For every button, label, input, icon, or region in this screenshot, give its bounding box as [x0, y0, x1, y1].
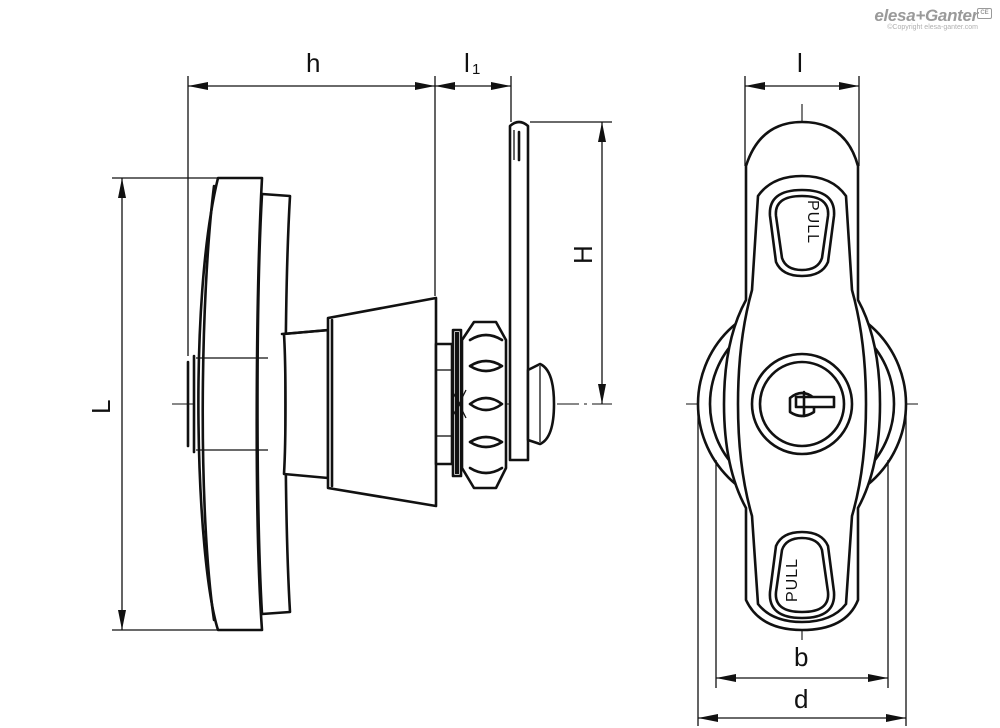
pull-pad-bottom-inner — [774, 536, 830, 614]
dim-L-arrow-top — [118, 178, 126, 198]
latch-cam — [508, 120, 530, 462]
dim-l1-arrow-left — [435, 82, 455, 90]
key-cylinder-inner — [758, 360, 846, 448]
pull-pad-bottom — [768, 530, 836, 620]
dim-l1-subscript: 1 — [472, 61, 480, 78]
handle-back-plate — [256, 192, 292, 616]
handle-grip-inner — [201, 184, 216, 622]
hex-nut-flat-3 — [468, 396, 504, 412]
front-dimensions: l b d — [697, 48, 907, 726]
dim-h-arrow-right — [415, 82, 435, 90]
dim-d-label: d — [794, 684, 808, 714]
brand-name: elesa+Ganter — [874, 6, 978, 25]
handle-neck — [282, 328, 330, 480]
dim-d-arrow-left — [698, 714, 718, 722]
cone-housing — [326, 296, 438, 508]
thread-x-mark — [451, 389, 467, 419]
end-screw — [526, 362, 556, 446]
dim-l-label: l — [797, 48, 803, 78]
keyhole-icon — [788, 390, 836, 418]
dim-L-label: L — [86, 400, 116, 414]
dim-b-arrow-left — [716, 674, 736, 682]
hex-nut-flat-5 — [468, 466, 504, 475]
dim-l-arrow-right — [839, 82, 859, 90]
dim-h-label: h — [306, 48, 320, 78]
pull-pad-top — [768, 188, 836, 278]
side-dimensions: h l 1 H L — [86, 48, 612, 631]
thread-body — [434, 342, 454, 466]
dim-d-arrow-right — [886, 714, 906, 722]
dim-H-arrow-bottom — [598, 384, 606, 404]
brand-copyright: ©Copyright elesa-ganter.com — [887, 24, 978, 31]
hex-nut-flat-4 — [468, 435, 504, 449]
dim-b-arrow-right — [868, 674, 888, 682]
hex-nut-flat-2 — [468, 359, 504, 373]
side-view — [172, 120, 612, 632]
hex-nut-flat-1 — [468, 333, 504, 342]
dim-H-label: H — [568, 245, 598, 264]
brand-logo: elesa+Ganter ©Copyright elesa-ganter.com… — [874, 6, 992, 31]
pull-pad-top-inner — [774, 194, 830, 272]
dim-l1-arrow-right — [491, 82, 511, 90]
dim-H-arrow-top — [598, 122, 606, 142]
dim-l-arrow-left — [745, 82, 765, 90]
pull-label-bottom: PULL — [784, 558, 801, 602]
dim-l1-label: l — [464, 48, 470, 78]
dim-L-arrow-bottom — [118, 610, 126, 630]
front-view: PULL PULL — [686, 104, 920, 640]
dim-b-label: b — [794, 642, 808, 672]
pull-label-top: PULL — [804, 200, 821, 244]
neck-top-fillet — [280, 328, 332, 336]
handle-inner-contour — [736, 174, 868, 624]
brand-badge: CE — [977, 8, 992, 19]
gasket-fill — [455, 332, 459, 474]
dim-h-arrow-left — [188, 82, 208, 90]
